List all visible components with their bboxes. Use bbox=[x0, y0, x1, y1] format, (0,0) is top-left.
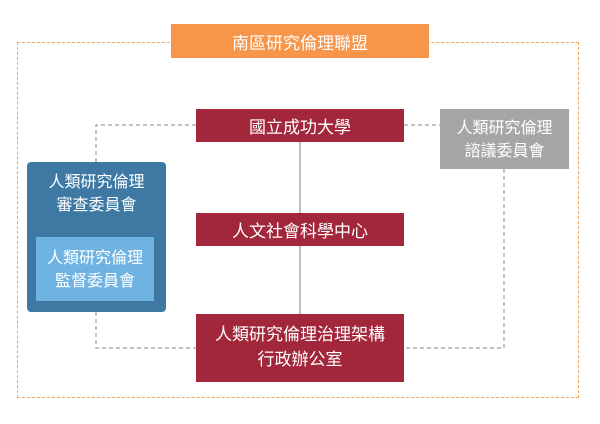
supervise-line1: 人類研究倫理 bbox=[46, 247, 143, 267]
office-node: 人類研究倫理治理架構 行政辦公室 bbox=[196, 314, 404, 382]
dashed-right-lower-connector bbox=[404, 169, 505, 349]
alliance-title: 南區研究倫理聯盟 bbox=[171, 24, 429, 58]
review-committee-label: 人類研究倫理 審查委員會 bbox=[27, 170, 166, 216]
center-node: 人文社會科學中心 bbox=[196, 213, 404, 246]
supervise-line2: 監督委員會 bbox=[54, 271, 135, 290]
review-line2: 審查委員會 bbox=[56, 195, 137, 215]
dashed-left-connector bbox=[95, 124, 196, 162]
dashed-left-lower-connector bbox=[95, 312, 196, 349]
supervisory-committee-node: 人類研究倫理 監督委員會 bbox=[36, 237, 154, 301]
university-node: 國立成功大學 bbox=[196, 109, 404, 142]
office-line1: 人類研究倫理治理架構 bbox=[215, 324, 385, 345]
advisory-committee-node: 人類研究倫理 諮議委員會 bbox=[440, 109, 569, 169]
advisory-line2: 諮議委員會 bbox=[464, 141, 545, 160]
office-line2: 行政辦公室 bbox=[257, 350, 343, 370]
review-line1: 人類研究倫理 bbox=[48, 172, 145, 191]
advisory-line1: 人類研究倫理 bbox=[456, 117, 553, 137]
